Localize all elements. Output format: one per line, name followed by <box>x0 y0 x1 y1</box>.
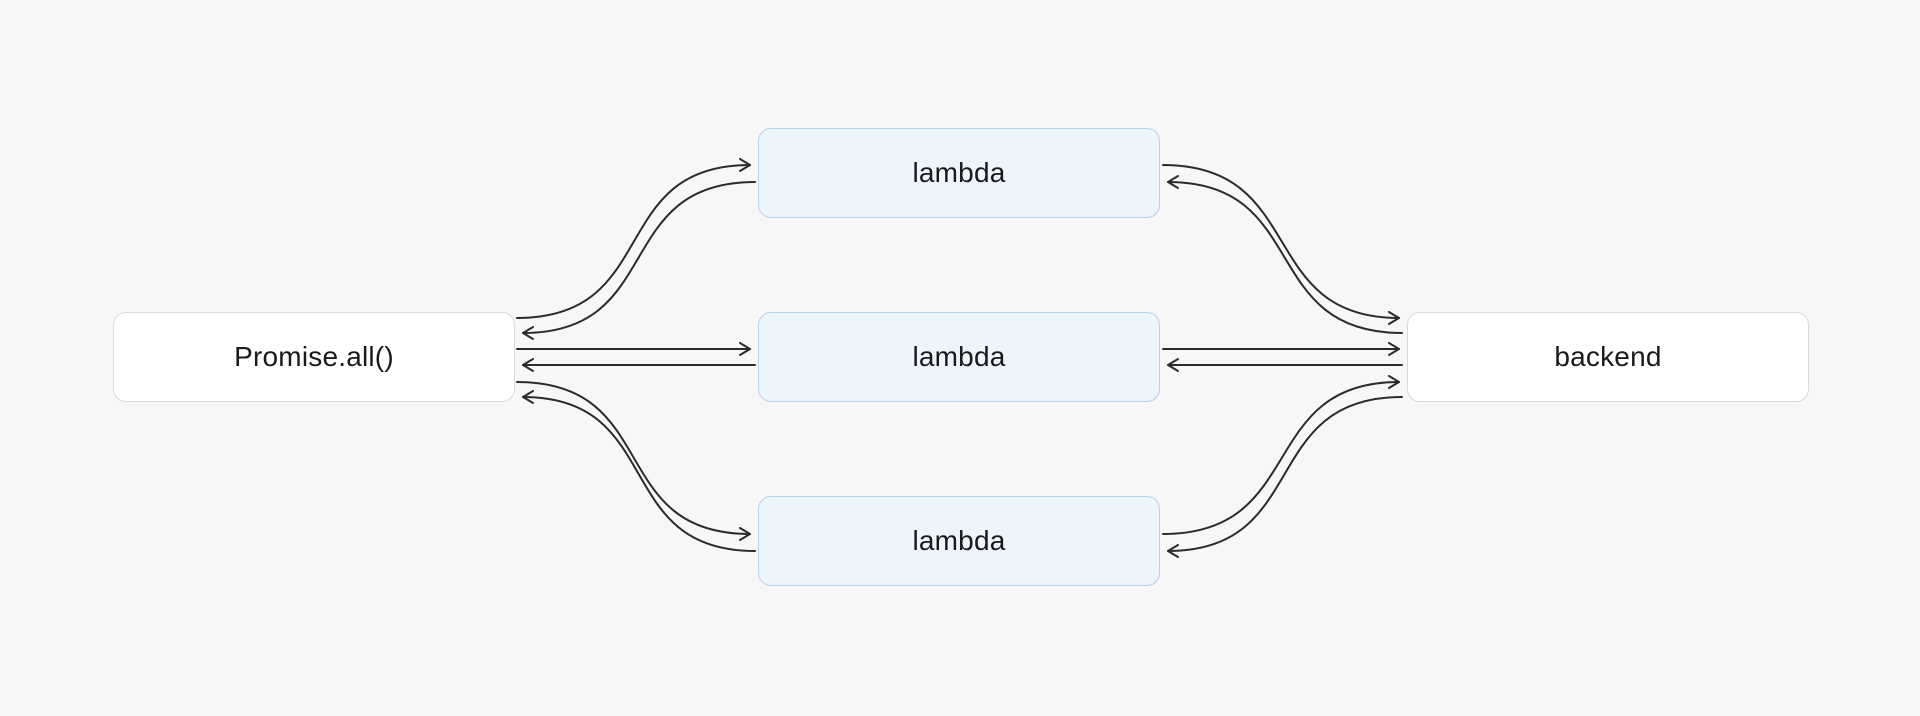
node-lambda-top-label: lambda <box>912 157 1006 188</box>
edge-promise-to-lambda-bottom <box>516 381 751 541</box>
node-lambda-middle-label: lambda <box>912 341 1006 372</box>
edge-lambda-top-to-backend <box>1162 164 1400 325</box>
edge-lambda-bottom-to-promise <box>522 390 756 552</box>
node-lambda-bottom: lambda <box>758 496 1160 586</box>
node-promise-all-label: Promise.all() <box>234 341 394 372</box>
edge-lambda-top-to-promise <box>522 181 756 340</box>
edge-promise-to-lambda-top <box>516 158 751 319</box>
node-lambda-middle: lambda <box>758 312 1160 402</box>
node-promise-all: Promise.all() <box>113 312 515 402</box>
node-backend-label: backend <box>1554 341 1662 372</box>
node-lambda-top: lambda <box>758 128 1160 218</box>
edge-lambda-bottom-to-backend <box>1162 375 1400 535</box>
edge-backend-to-lambda-top <box>1167 175 1403 334</box>
node-backend: backend <box>1407 312 1809 402</box>
node-lambda-bottom-label: lambda <box>912 525 1006 556</box>
edge-backend-to-lambda-bottom <box>1167 396 1403 558</box>
